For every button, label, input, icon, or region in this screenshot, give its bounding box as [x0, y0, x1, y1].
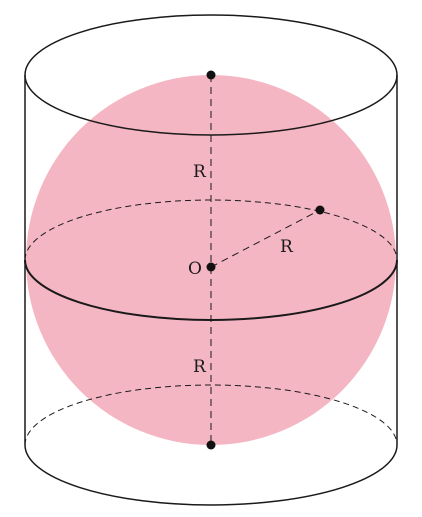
upper-radius-label: R [193, 162, 207, 182]
lower-radius-label: R [193, 357, 207, 377]
bottom-face-back-arc [24, 384, 398, 446]
slant-radius-label: R [280, 237, 294, 257]
bottom-face-front-arc [24, 444, 398, 506]
bottom-point [206, 440, 216, 450]
equator-back-arc [24, 199, 398, 261]
center-point [206, 262, 216, 272]
radius-segment [210, 209, 321, 268]
top-point [206, 70, 216, 80]
surface-point [315, 205, 325, 215]
center-label: O [188, 259, 202, 279]
